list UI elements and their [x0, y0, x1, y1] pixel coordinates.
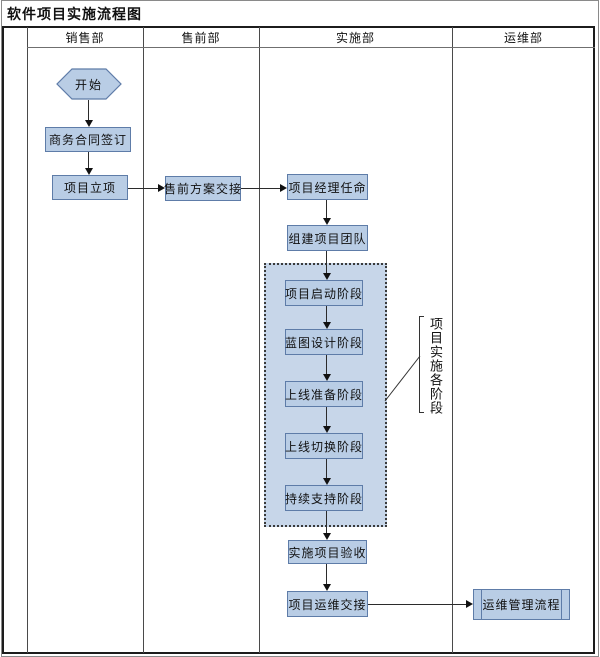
arrowhead-down [323, 426, 331, 433]
connector-team-kickoff [326, 251, 327, 274]
node-pm-appointment: 项目经理任命 [287, 174, 368, 200]
arrowhead-down [323, 218, 331, 225]
arrowhead-down [323, 478, 331, 485]
connector-prep-switch [326, 407, 327, 427]
predefined-right-line [561, 590, 562, 619]
lane-divider-2 [259, 27, 260, 653]
lane-header-sales: 销售部 [65, 31, 105, 45]
arrowhead-right [158, 184, 165, 192]
node-stage-kickoff: 项目启动阶段 [285, 280, 363, 306]
node-presales-handover: 售前方案交接 [164, 176, 241, 201]
node-stage-support: 持续支持阶段 [285, 485, 363, 511]
arrowhead-down [323, 322, 331, 329]
arrowhead-down [323, 533, 331, 540]
connector-presales-pm [241, 188, 280, 189]
connector-pm-team [326, 200, 327, 219]
hexagon-shape [56, 68, 122, 100]
arrowhead-down [323, 584, 331, 591]
node-contract: 商务合同签订 [45, 127, 131, 152]
lane-divider-1 [143, 27, 144, 653]
connector-acceptance-handover [326, 564, 327, 585]
node-stage-blueprint: 蓝图设计阶段 [285, 329, 363, 355]
node-ops-process: 运维管理流程 [473, 589, 570, 620]
connector-switch-support [326, 459, 327, 479]
page-title: 软件项目实施流程图 [7, 7, 142, 23]
start-label: 开始 [74, 77, 103, 92]
swimlane-frame [2, 26, 595, 654]
arrowhead-down [85, 120, 93, 127]
node-approval: 项目立项 [52, 175, 128, 200]
lane-header-impl: 实施部 [335, 31, 375, 45]
arrowhead-right [466, 600, 473, 608]
connector-kickoff-blueprint [326, 306, 327, 323]
lane-header-ops: 运维部 [503, 31, 543, 45]
node-stage-golive-switch: 上线切换阶段 [285, 433, 363, 459]
lane-divider-3 [452, 27, 453, 653]
arrowhead-right [280, 184, 287, 192]
row-header-divider [27, 27, 28, 653]
node-ops-handover: 项目运维交接 [287, 591, 368, 617]
node-team-building: 组建项目团队 [287, 225, 368, 251]
connector-approval-presales [128, 188, 158, 189]
lane-header-presales: 售前部 [181, 31, 221, 45]
annotation-leader-line [384, 355, 421, 402]
connector-support-acceptance [326, 511, 327, 534]
arrowhead-down [323, 273, 331, 280]
start-node: 开始 [56, 68, 122, 100]
connector-blueprint-prep [326, 355, 327, 375]
ops-process-label: 运维管理流程 [482, 598, 561, 612]
connector-handover-opsprocess [368, 604, 466, 605]
arrowhead-down [85, 168, 93, 175]
annotation-bracket [419, 316, 424, 413]
node-acceptance: 实施项目验收 [288, 540, 367, 564]
connector-contract-approval [88, 152, 89, 169]
predefined-left-line [481, 590, 482, 619]
lane-header-underline [27, 47, 595, 48]
arrowhead-down [323, 374, 331, 381]
connector-start-contract [88, 100, 89, 121]
node-stage-golive-prep: 上线准备阶段 [285, 381, 363, 407]
annotation-label: 项目实施各阶段 [427, 317, 442, 415]
